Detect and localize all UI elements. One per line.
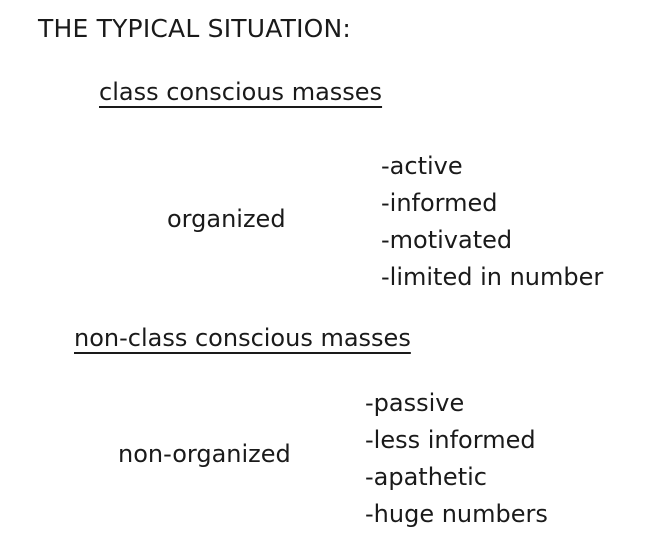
- section-title-class-conscious: class conscious masses: [99, 78, 383, 106]
- trait-item: -motivated: [381, 226, 513, 254]
- group-label-organized: organized: [167, 205, 286, 233]
- group-label-non-organized: non-organized: [118, 440, 291, 468]
- trait-list-class-conscious: -active -informed -motivated -limited in…: [381, 148, 603, 296]
- section-title-non-class-conscious: non-class conscious masses: [74, 324, 411, 352]
- trait-item: -active: [381, 152, 463, 180]
- trait-item: -informed: [381, 189, 498, 217]
- trait-list-non-class-conscious: -passive -less informed -apathetic -huge…: [365, 385, 548, 533]
- page-heading: THE TYPICAL SITUATION:: [38, 14, 352, 43]
- trait-item: -huge numbers: [365, 500, 548, 528]
- trait-item: -limited in number: [381, 263, 604, 291]
- trait-item: -passive: [365, 389, 465, 417]
- trait-item: -less informed: [365, 426, 536, 454]
- trait-item: -apathetic: [365, 463, 487, 491]
